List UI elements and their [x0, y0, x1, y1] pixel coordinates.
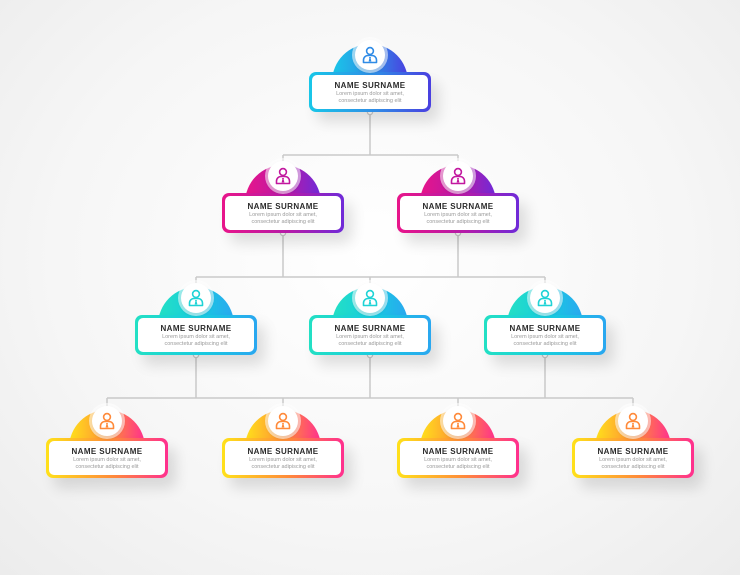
node-description: consectetur adipiscing elit	[338, 98, 402, 104]
node-name: NAME SURNAME	[422, 202, 494, 211]
node-name: NAME SURNAME	[334, 81, 406, 90]
node-description: Lorem ipsum dolor sit amet,	[162, 334, 230, 340]
node-description: Lorem ipsum dolor sit amet,	[511, 334, 579, 340]
person-icon	[355, 40, 385, 70]
person-icon	[618, 406, 648, 436]
person-icon	[268, 406, 298, 436]
node-name: NAME SURNAME	[334, 324, 406, 333]
person-icon	[268, 161, 298, 191]
node-description: consectetur adipiscing elit	[251, 219, 315, 225]
person-icon	[355, 283, 385, 313]
node-description: consectetur adipiscing elit	[426, 464, 490, 470]
person-icon	[181, 283, 211, 313]
node-description: Lorem ipsum dolor sit amet,	[336, 91, 404, 97]
node-description: Lorem ipsum dolor sit amet,	[249, 212, 317, 218]
person-icon	[443, 406, 473, 436]
node-description: Lorem ipsum dolor sit amet,	[424, 212, 492, 218]
node-description: Lorem ipsum dolor sit amet,	[599, 457, 667, 463]
node-name: NAME SURNAME	[597, 447, 669, 456]
node-name: NAME SURNAME	[160, 324, 232, 333]
person-icon	[530, 283, 560, 313]
node-description: consectetur adipiscing elit	[513, 341, 577, 347]
person-icon	[92, 406, 122, 436]
node-name: NAME SURNAME	[71, 447, 143, 456]
node-description: consectetur adipiscing elit	[75, 464, 139, 470]
node-description: Lorem ipsum dolor sit amet,	[73, 457, 141, 463]
node-description: consectetur adipiscing elit	[601, 464, 665, 470]
node-description: consectetur adipiscing elit	[251, 464, 315, 470]
node-description: consectetur adipiscing elit	[338, 341, 402, 347]
node-name: NAME SURNAME	[247, 447, 319, 456]
node-name: NAME SURNAME	[247, 202, 319, 211]
node-description: consectetur adipiscing elit	[426, 219, 490, 225]
node-description: Lorem ipsum dolor sit amet,	[336, 334, 404, 340]
node-description: Lorem ipsum dolor sit amet,	[424, 457, 492, 463]
node-description: Lorem ipsum dolor sit amet,	[249, 457, 317, 463]
node-name: NAME SURNAME	[422, 447, 494, 456]
node-name: NAME SURNAME	[509, 324, 581, 333]
person-icon	[443, 161, 473, 191]
node-description: consectetur adipiscing elit	[164, 341, 228, 347]
